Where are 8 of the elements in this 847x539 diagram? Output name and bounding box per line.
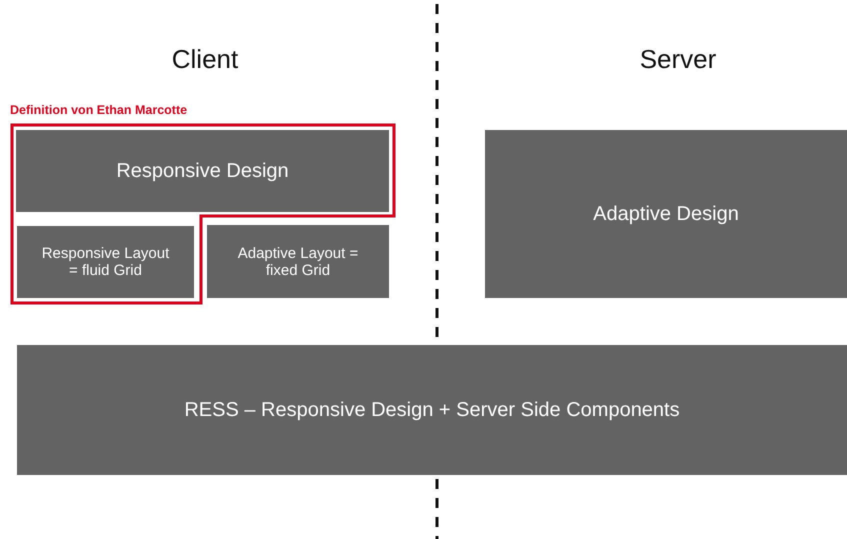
concept-box: Adaptive Layout = fixed Grid bbox=[207, 225, 389, 298]
column-heading: Server bbox=[640, 44, 716, 75]
concept-box: Responsive Layout = fluid Grid bbox=[17, 226, 194, 298]
concept-box: Adaptive Design bbox=[485, 130, 847, 298]
concept-box: Responsive Design bbox=[16, 130, 389, 212]
frame-heading: Definition von Ethan Marcotte bbox=[10, 103, 188, 117]
column-heading: Client bbox=[172, 44, 238, 75]
concept-box: RESS – Responsive Design + Server Side Components bbox=[17, 345, 847, 475]
